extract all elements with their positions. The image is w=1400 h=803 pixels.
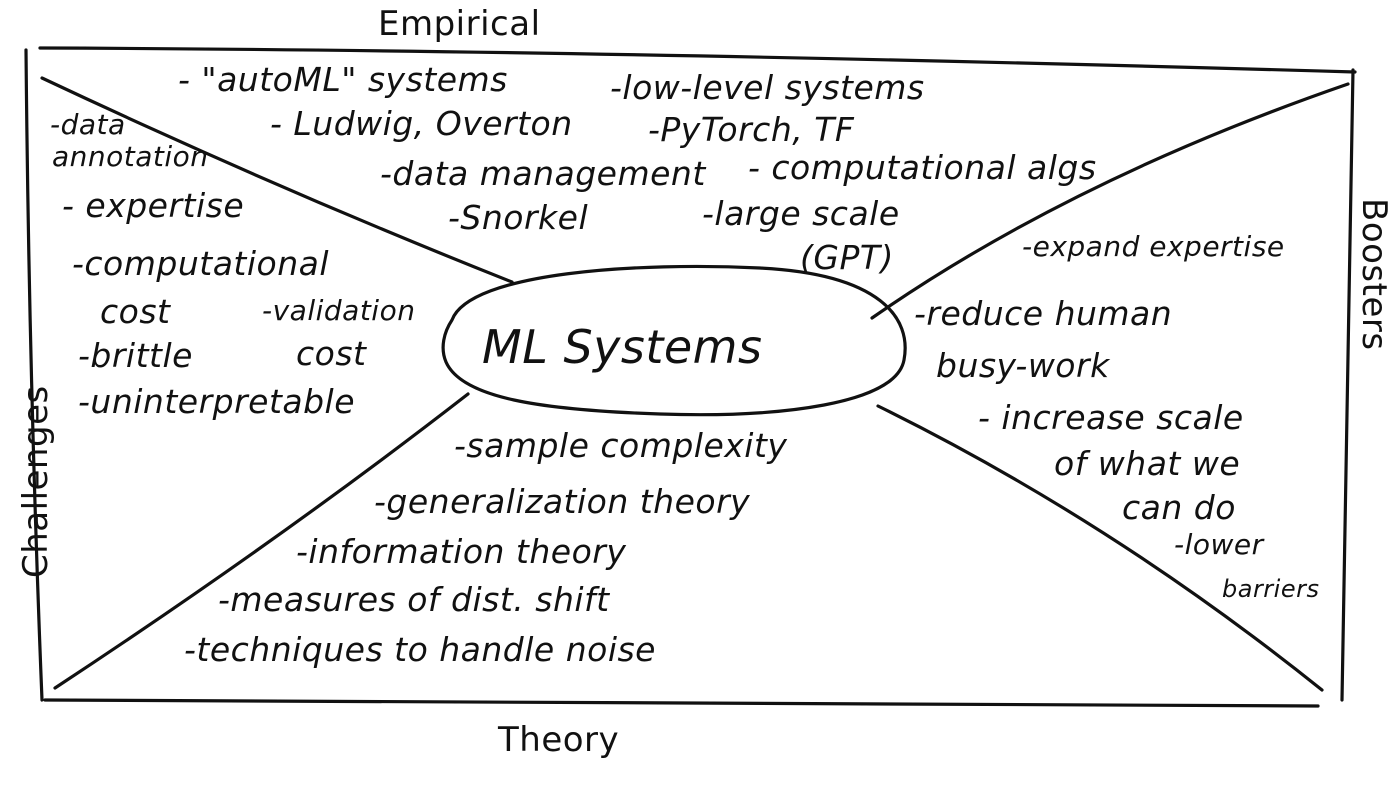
challenge-item: annotation <box>52 140 209 173</box>
empirical-item: - computational algs <box>748 148 1097 187</box>
theory-item: -generalization theory <box>374 482 751 521</box>
empirical-item: -data management <box>380 154 706 193</box>
theory-item: -techniques to handle noise <box>184 630 656 669</box>
theory-item: -measures of dist. shift <box>218 580 610 619</box>
booster-item: barriers <box>1222 575 1320 603</box>
challenge-item: -validation <box>262 294 416 327</box>
axis-label-left: Challenges <box>16 385 56 578</box>
booster-item: -reduce human <box>914 294 1173 333</box>
frame-bottom-edge <box>43 698 1320 708</box>
challenge-item: -brittle <box>78 336 193 375</box>
center-ellipse <box>441 264 907 417</box>
theory-item: -information theory <box>296 532 627 571</box>
center-label: ML Systems <box>482 320 763 374</box>
empirical-item: -PyTorch, TF <box>648 110 855 149</box>
empirical-item: -large scale <box>702 194 900 233</box>
booster-item: can do <box>1122 488 1236 527</box>
challenge-item: -computational <box>72 244 330 283</box>
frame-top-edge <box>38 46 1357 74</box>
empirical-item: -low-level systems <box>610 68 925 107</box>
empirical-item: (GPT) <box>800 238 894 277</box>
booster-item: - increase scale <box>978 398 1244 437</box>
diagonal-bottom-left <box>53 392 470 690</box>
axis-label-bottom: Theory <box>498 720 620 760</box>
diagonal-top-right <box>870 82 1350 320</box>
booster-item: busy-work <box>936 346 1110 385</box>
challenge-item: -uninterpretable <box>78 382 356 421</box>
challenge-item: - expertise <box>62 186 245 225</box>
frame-left-edge <box>24 48 44 702</box>
booster-item: -expand expertise <box>1022 230 1285 263</box>
axis-label-right: Boosters <box>1354 198 1394 351</box>
challenge-item: cost <box>296 334 367 373</box>
challenge-item: -data <box>50 108 126 141</box>
frame-right-edge <box>1340 68 1355 702</box>
booster-item: -lower <box>1174 528 1264 561</box>
booster-item: of what we <box>1054 444 1241 483</box>
diagonal-bottom-right <box>876 404 1324 692</box>
empirical-item: - "autoML" systems <box>178 60 508 99</box>
theory-item: -sample complexity <box>454 426 788 465</box>
diagonal-top-left <box>40 76 514 284</box>
challenge-item: cost <box>100 292 171 331</box>
axis-label-top: Empirical <box>378 4 541 44</box>
empirical-item: -Snorkel <box>448 198 589 237</box>
empirical-item: - Ludwig, Overton <box>270 104 573 143</box>
